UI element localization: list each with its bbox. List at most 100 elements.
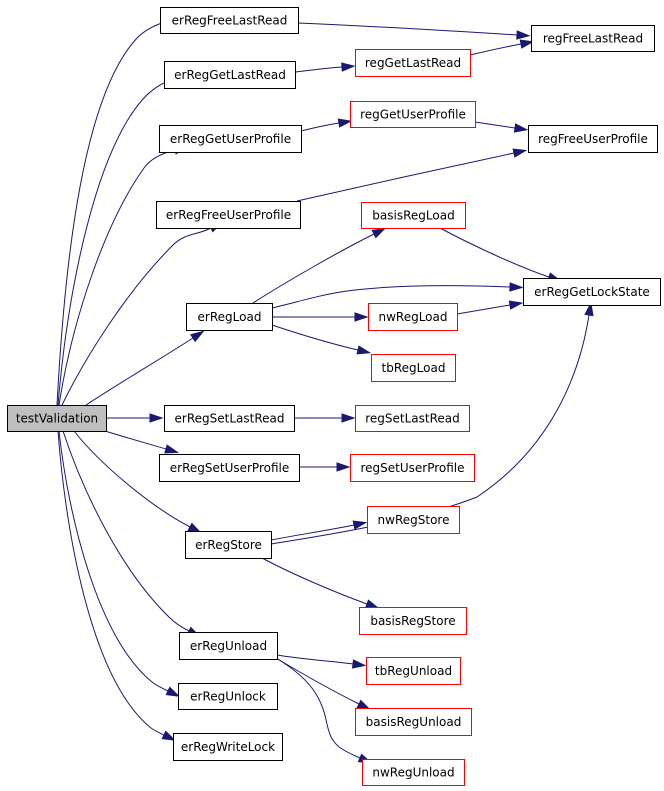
edge-line <box>270 314 590 545</box>
node-tb-reg-unload[interactable]: tbRegUnload <box>366 657 461 685</box>
node-er-reg-set-last-read[interactable]: erRegSetLastRead <box>164 405 295 432</box>
node-box <box>159 125 302 153</box>
node-label: erRegGetLastRead <box>174 68 286 82</box>
edge-er-reg-set-last-read-to-reg-set-last-read <box>294 413 356 423</box>
node-er-reg-store[interactable]: erRegStore <box>185 531 272 559</box>
edge-line <box>57 430 165 736</box>
node-er-reg-free-last-read[interactable]: erRegFreeLastRead <box>160 7 299 34</box>
node-label: tbRegUnload <box>375 664 452 678</box>
arrowhead-icon <box>509 282 524 292</box>
node-label: erRegUnlock <box>190 690 266 704</box>
node-label: basisRegUnload <box>366 715 462 729</box>
node-reg-free-user-profile[interactable]: regFreeUserProfile <box>528 125 658 153</box>
node-reg-set-last-read[interactable]: regSetLastRead <box>355 405 470 432</box>
node-reg-get-user-profile[interactable]: regGetUserProfile <box>350 101 476 128</box>
node-label: erRegStore <box>195 538 262 552</box>
node-tb-reg-load[interactable]: tbRegLoad <box>371 354 456 382</box>
node-label: nwRegStore <box>378 513 450 527</box>
node-box <box>531 25 655 52</box>
node-basis-reg-store[interactable]: basisRegStore <box>359 607 467 635</box>
edge-line <box>297 22 518 36</box>
node-box <box>159 454 300 482</box>
node-box <box>368 303 458 331</box>
edge-line <box>275 657 361 759</box>
edge-line <box>296 152 515 202</box>
arrowhead-icon <box>165 686 181 697</box>
arrowhead-icon <box>508 300 524 310</box>
node-er-reg-get-user-profile[interactable]: erRegGetUserProfile <box>159 125 302 153</box>
node-box <box>523 278 661 306</box>
node-reg-get-last-read[interactable]: regGetLastRead <box>355 49 471 77</box>
arrowhead-icon <box>364 599 380 609</box>
edge-test-validation-to-er-reg-set-last-read <box>106 413 164 423</box>
edge-line <box>276 654 354 665</box>
node-er-reg-set-user-profile[interactable]: erRegSetUserProfile <box>159 454 300 482</box>
node-label: erRegGetUserProfile <box>170 132 291 146</box>
node-label: basisRegStore <box>370 614 455 628</box>
edge-test-validation-to-er-reg-load <box>85 330 205 406</box>
node-box <box>156 201 301 229</box>
node-basis-reg-load[interactable]: basisRegLoad <box>361 202 466 229</box>
edge-line <box>270 524 355 541</box>
node-nw-reg-unload[interactable]: nwRegUnload <box>362 759 465 786</box>
edge-reg-get-user-profile-to-reg-free-user-profile <box>474 121 529 133</box>
edge-test-validation-to-er-reg-set-user-profile <box>104 430 180 454</box>
edge-line <box>456 304 511 315</box>
edge-er-reg-unload-to-tb-reg-unload <box>276 654 367 669</box>
nodes-layer: testValidation erRegFreeLastRead erRegGetL… <box>7 7 661 786</box>
arrowhead-icon <box>336 462 351 472</box>
node-label: basisRegLoad <box>372 209 454 223</box>
node-box <box>359 607 467 635</box>
node-label: regFreeUserProfile <box>538 132 648 146</box>
node-er-reg-write-lock[interactable]: erRegWriteLock <box>173 733 283 761</box>
node-label: erRegFreeUserProfile <box>166 208 291 222</box>
edge-er-reg-store-to-er-reg-get-lock-state <box>270 301 594 545</box>
node-label: regGetUserProfile <box>360 108 466 122</box>
node-er-reg-free-user-profile[interactable]: erRegFreeUserProfile <box>156 201 301 229</box>
node-nw-reg-load[interactable]: nwRegLoad <box>368 303 458 331</box>
edge-basis-reg-load-to-er-reg-get-lock-state <box>439 227 562 282</box>
edge-er-reg-free-last-read-to-reg-free-last-read <box>297 22 531 40</box>
edge-reg-get-last-read-to-reg-free-last-read <box>469 39 535 56</box>
edge-line <box>104 430 167 450</box>
node-er-reg-unlock[interactable]: erRegUnlock <box>178 683 278 710</box>
arrowhead-icon <box>516 30 531 40</box>
node-box <box>528 125 658 153</box>
node-reg-set-user-profile[interactable]: regSetUserProfile <box>350 454 475 482</box>
node-nw-reg-store[interactable]: nwRegStore <box>367 506 460 534</box>
edge-line <box>62 430 190 632</box>
node-box <box>350 101 476 128</box>
node-er-reg-unload[interactable]: erRegUnload <box>179 632 278 660</box>
arrowhead-icon <box>356 345 372 355</box>
edge-line <box>252 233 375 304</box>
arrowhead-icon <box>351 659 367 669</box>
node-label: nwRegLoad <box>378 310 447 324</box>
node-basis-reg-unload[interactable]: basisRegUnload <box>355 708 472 736</box>
node-box <box>7 405 107 432</box>
edge-line <box>439 227 550 278</box>
arrowhead-icon <box>149 413 164 423</box>
node-label: regFreeLastRead <box>543 32 643 46</box>
arrowhead-icon <box>341 413 356 423</box>
node-reg-free-last-read[interactable]: regFreeLastRead <box>531 25 655 52</box>
node-label: erRegSetUserProfile <box>170 461 289 475</box>
edge-line <box>261 557 368 605</box>
edge-er-reg-get-last-read-to-reg-get-last-read <box>294 62 356 73</box>
node-er-reg-load[interactable]: erRegLoad <box>186 303 273 331</box>
node-er-reg-get-last-read[interactable]: erRegGetLastRead <box>164 61 296 89</box>
arrowhead-icon <box>190 330 205 343</box>
node-label: erRegGetLockState <box>534 285 650 299</box>
node-box <box>173 733 283 761</box>
arrowhead-icon <box>354 312 369 322</box>
node-box <box>371 354 456 382</box>
node-er-reg-get-lock-state[interactable]: erRegGetLockState <box>523 278 661 306</box>
node-box <box>185 531 272 559</box>
node-test-validation[interactable]: testValidation <box>7 405 107 432</box>
arrowhead-icon <box>337 118 353 128</box>
node-box <box>367 506 460 534</box>
node-box <box>355 49 471 77</box>
edge-line <box>300 122 340 132</box>
node-box <box>186 303 273 331</box>
arrowhead-icon <box>341 62 356 72</box>
arrowhead-icon <box>164 444 180 454</box>
